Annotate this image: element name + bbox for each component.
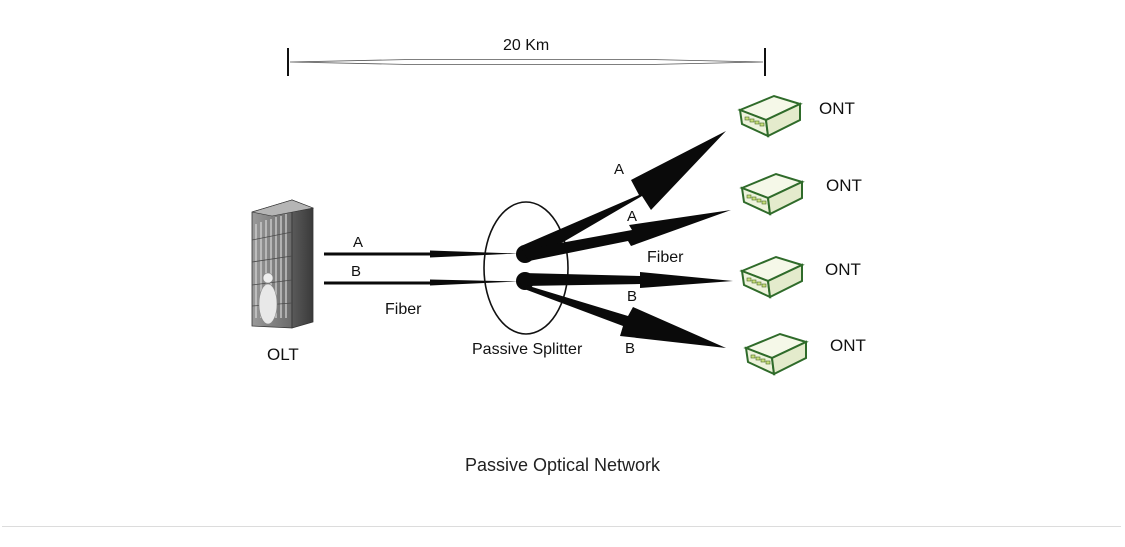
ont-label-2: ONT [826,176,862,195]
olt-rack-icon [251,199,315,329]
fiber-label-left: Fiber [385,301,422,318]
fiber-line-a [324,250,518,258]
branch-label-a2: A [627,208,638,225]
branch-label-a1: A [614,161,625,178]
branch-label-b2: B [625,340,636,357]
distance-label: 20 Km [503,37,550,54]
fiber-label-right: Fiber [647,249,684,266]
ont-device-icon [743,332,809,376]
fiber-line-b [324,279,518,286]
bottom-divider [2,526,1121,527]
ont-label-3: ONT [825,260,861,279]
ont-device-icon [737,94,803,138]
splitter-label: Passive Splitter [472,341,583,358]
ont-label-1: ONT [819,99,855,118]
branch-arrow-a2 [522,210,731,261]
branch-arrow-b2 [519,283,726,348]
passive-splitter [483,201,569,335]
ont-device-icon [739,172,805,216]
line-label-a: A [353,234,364,251]
distance-marker [287,48,766,76]
ont-label-4: ONT [830,336,866,355]
figure-caption: Passive Optical Network [464,455,661,475]
line-label-b: B [351,263,362,280]
branch-label-b1: B [627,288,638,305]
branch-arrow-b1 [523,272,733,288]
branch-arrow-a1 [521,131,726,262]
olt-label: OLT [267,345,299,364]
ont-device-icon [739,255,805,299]
